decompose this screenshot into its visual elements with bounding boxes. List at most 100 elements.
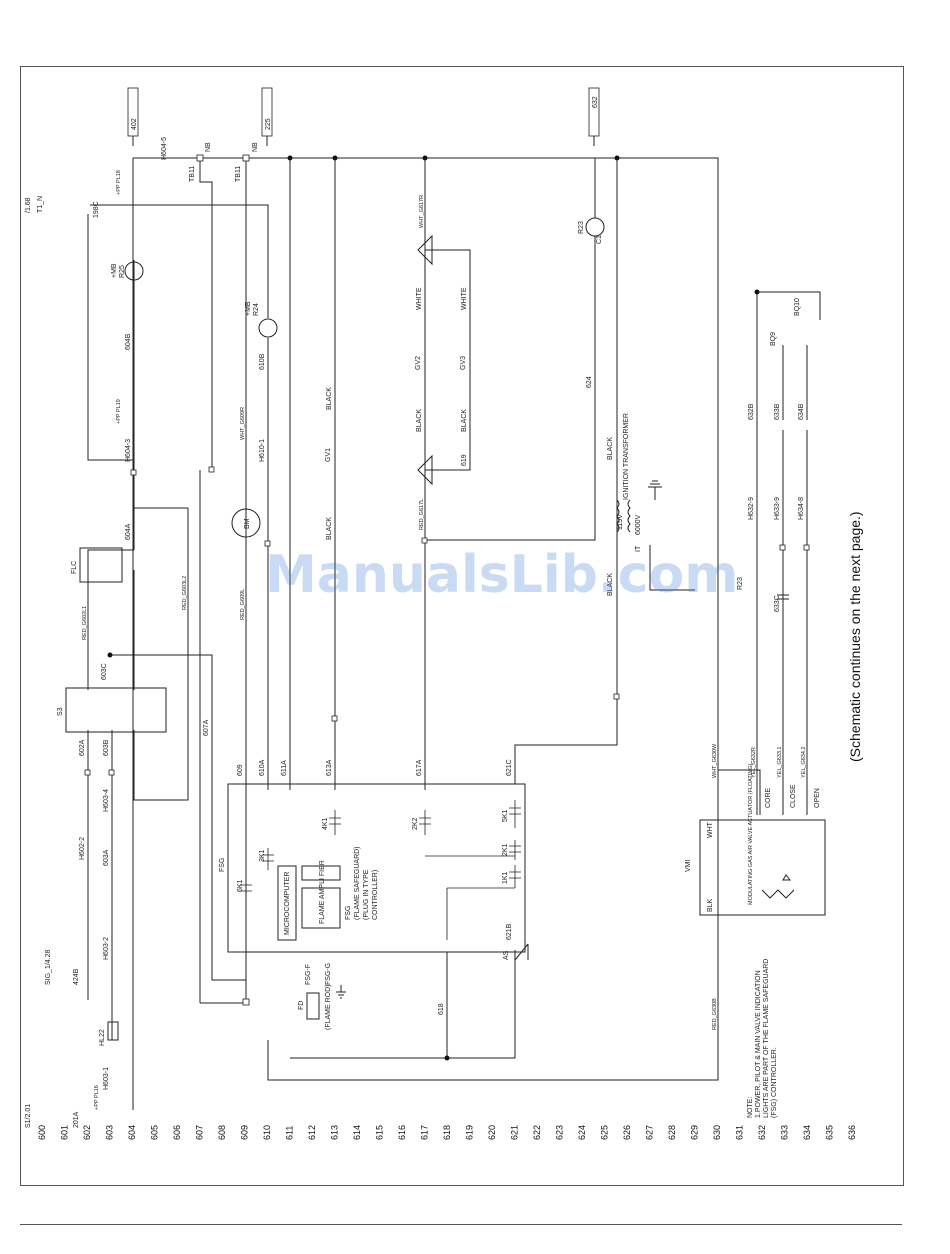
r23-top-lamp xyxy=(585,217,605,237)
w634b: 634B xyxy=(798,403,805,420)
w617a: 617A xyxy=(416,759,423,776)
w602a: 602A xyxy=(79,739,86,756)
red-g609-l: RED_G609L xyxy=(240,589,246,620)
vmi-term-open: OPEN xyxy=(814,788,821,808)
row-number: 615 xyxy=(375,1125,385,1140)
relay-2k1: 2K1 xyxy=(502,843,509,856)
s3-label: S3 xyxy=(57,707,64,716)
row-number: 610 xyxy=(262,1125,272,1140)
tb11-label-a: TB11 xyxy=(189,166,196,182)
r25-tag-label: +MB xyxy=(111,263,118,278)
fsg-label: FSG xyxy=(219,858,226,872)
ground-symbol xyxy=(648,480,662,500)
row-number: 623 xyxy=(555,1125,565,1140)
flc-label: FLC xyxy=(71,561,78,574)
row-number: 609 xyxy=(240,1125,250,1140)
wht-g630-w: WHT_G630W xyxy=(712,743,718,778)
relay-4k1: 4K1 xyxy=(322,817,329,830)
198c-label: 198C xyxy=(93,201,100,218)
hl22-label: HL22 xyxy=(99,1029,106,1046)
row-number: 603 xyxy=(105,1125,115,1140)
terminal-blocks xyxy=(84,154,810,1006)
row-number: 632 xyxy=(757,1125,767,1140)
row-number: 635 xyxy=(825,1125,835,1140)
ignition-label: IGNITION TRANSFORMER xyxy=(623,413,630,500)
row-number: 600 xyxy=(37,1125,47,1140)
row-number: 630 xyxy=(712,1125,722,1140)
hl22-indicator xyxy=(107,1021,119,1041)
nb-left-label: NB xyxy=(205,142,212,152)
relay-5k1: 5K1 xyxy=(502,809,509,822)
row-number: 625 xyxy=(600,1125,610,1140)
w610b: 610B xyxy=(259,353,266,370)
row-number: 619 xyxy=(465,1125,475,1140)
fsg-desc-1: FSG xyxy=(345,906,352,920)
row-number: 626 xyxy=(622,1125,632,1140)
reference-tags xyxy=(127,87,600,146)
yel-g634-2: YEL_G634.2 xyxy=(801,747,807,779)
flc-switch xyxy=(79,547,123,583)
h610-1: H610-1 xyxy=(259,439,266,462)
h604-3: H604-3 xyxy=(125,439,132,462)
w621b: 621B xyxy=(506,923,513,940)
wht-g617-r: WHT_G617R xyxy=(419,195,425,228)
t1-n-ref-label: /1.68 xyxy=(25,197,32,213)
row-number: 621 xyxy=(510,1125,520,1140)
vmi-desc-label: MODULATING GAS AIR VALVE ACTUATOR (FLOAT… xyxy=(748,763,754,905)
row-number: 624 xyxy=(577,1125,587,1140)
r24-tag-label: +MB xyxy=(245,301,252,316)
row-number: 634 xyxy=(802,1125,812,1140)
gv3-coil xyxy=(417,454,433,486)
drawing-frame xyxy=(20,66,904,1186)
relay-2k2: 2K2 xyxy=(412,817,419,830)
w201a: 201A xyxy=(73,1111,80,1128)
row-number: 601 xyxy=(60,1125,70,1140)
r24-label: R24 xyxy=(253,303,260,316)
w632b: 632B xyxy=(748,403,755,420)
w604b: 604B xyxy=(125,333,132,350)
w613a: 613A xyxy=(326,759,333,776)
row-number: 622 xyxy=(532,1125,542,1140)
row-number: 636 xyxy=(847,1125,857,1140)
nb-right-label: NB xyxy=(252,142,259,152)
relay-1k1: 1K1 xyxy=(502,871,509,884)
white-label-2: WHITE xyxy=(461,287,468,310)
h603-2: H603-2 xyxy=(103,937,110,960)
yel-g633-1: YEL_G633.1 xyxy=(777,747,783,779)
relay-box xyxy=(301,865,341,881)
r23-top-label: R23 xyxy=(578,221,585,234)
sig-ref: SIG_1/4.28 xyxy=(45,949,52,985)
bottom-rule xyxy=(20,1224,902,1225)
flame-rod-label: (FLAME ROD) xyxy=(325,985,332,1031)
row-number: 627 xyxy=(645,1125,655,1140)
note-title: NOTE: xyxy=(747,1097,754,1118)
s3-switch xyxy=(65,687,167,733)
row-number: 617 xyxy=(420,1125,430,1140)
microcomputer-box xyxy=(277,865,297,941)
r25-lamp xyxy=(124,261,144,281)
gv2-label: GV2 xyxy=(415,356,422,370)
row-number: 628 xyxy=(667,1125,677,1140)
relay-6k1: 6K1 xyxy=(237,879,244,892)
row-number: 607 xyxy=(195,1125,205,1140)
row-number: 633 xyxy=(780,1125,790,1140)
vmi-term-close: CLOSE xyxy=(790,784,797,808)
ref-tag-632: 632 xyxy=(592,96,599,108)
gv3-label: GV3 xyxy=(460,356,467,370)
note-line-2: LIGHTS ARE PART OF THE FLAME SAFEGUARD xyxy=(763,959,770,1118)
yel-g632-r: YEL_G632R xyxy=(751,747,757,778)
fsg-f: FSG-F xyxy=(305,964,312,985)
bm-motor xyxy=(231,508,261,538)
6000v-label: 6000V xyxy=(635,514,642,535)
row-number: 616 xyxy=(397,1125,407,1140)
fsg-contacts xyxy=(240,800,521,940)
fsg-desc-2: (FLAME SAFEGUARD) xyxy=(354,846,361,920)
connector-pl16: +PP PL16 xyxy=(94,1085,100,1110)
black-label-3: BLACK xyxy=(416,409,423,432)
flame-rod xyxy=(306,992,320,1020)
black-label-5: BLACK xyxy=(607,437,614,460)
connector-pl18: +PP PL18 xyxy=(116,170,122,195)
w621c: 621C xyxy=(506,759,513,776)
w610a: 610A xyxy=(259,759,266,776)
